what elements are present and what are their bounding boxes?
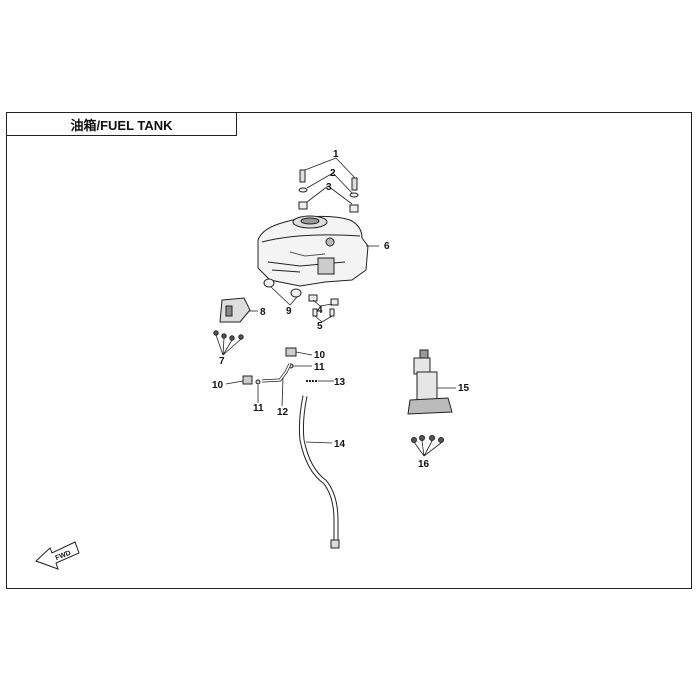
callout-11-top: 11 bbox=[314, 362, 325, 373]
fwd-arrow-icon: FWD bbox=[35, 541, 80, 570]
callout-2: 2 bbox=[330, 168, 336, 179]
fuel-pump bbox=[407, 349, 453, 415]
callout-6: 6 bbox=[384, 241, 390, 252]
callout-7: 7 bbox=[219, 356, 225, 367]
callout-13: 13 bbox=[334, 377, 346, 388]
breather-hose bbox=[298, 395, 340, 549]
callout-labels: 1 2 3 4 5 6 7 8 9 10 10 11 11 12 13 14 1… bbox=[212, 149, 470, 470]
callout-5: 5 bbox=[317, 321, 323, 332]
callout-1: 1 bbox=[333, 149, 339, 160]
callout-12: 12 bbox=[277, 407, 289, 418]
bracket bbox=[219, 297, 251, 323]
washer-grommet-set bbox=[298, 187, 359, 213]
callout-11-bottom: 11 bbox=[253, 403, 264, 414]
callout-10-left: 10 bbox=[212, 380, 224, 391]
callout-14: 14 bbox=[334, 439, 346, 450]
leader-lines bbox=[215, 157, 456, 457]
fuel-fittings bbox=[242, 347, 318, 385]
fuel-tank bbox=[257, 215, 369, 287]
callout-15: 15 bbox=[458, 383, 470, 394]
screws-16 bbox=[411, 435, 444, 443]
screws-7 bbox=[213, 330, 244, 341]
callout-4: 4 bbox=[317, 305, 323, 316]
callout-16: 16 bbox=[418, 459, 430, 470]
callout-8: 8 bbox=[260, 307, 266, 318]
diagram-title: 油箱/FUEL TANK bbox=[6, 112, 237, 136]
callout-3: 3 bbox=[326, 182, 332, 193]
callout-9: 9 bbox=[286, 306, 292, 317]
bushings bbox=[263, 278, 302, 298]
callout-10-top: 10 bbox=[314, 350, 326, 361]
diagram-frame bbox=[6, 112, 692, 589]
